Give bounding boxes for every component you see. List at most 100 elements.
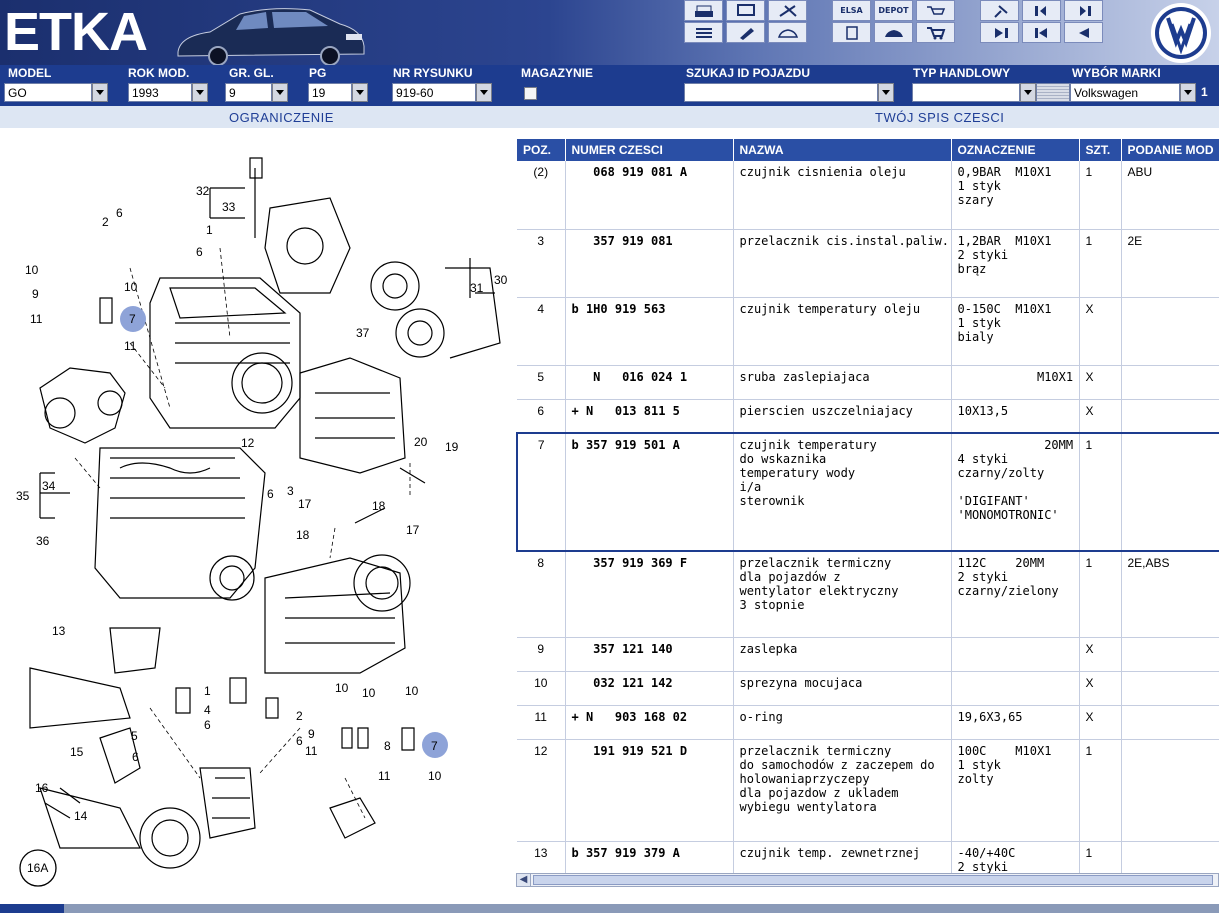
rok-mod-label: ROK MOD. xyxy=(128,66,190,80)
horizontal-scrollbar[interactable]: ◀ xyxy=(516,873,1219,887)
pencil-button[interactable] xyxy=(726,22,765,43)
model-select[interactable]: GO xyxy=(4,83,92,102)
cell-num: 068 919 081 A xyxy=(565,161,734,230)
exit-button[interactable] xyxy=(980,22,1019,43)
depot-button[interactable]: DEPOT xyxy=(874,0,913,21)
cell-ozn: 0-150C M10X1 1 styk bialy xyxy=(951,297,1080,366)
cell-poz: 12 xyxy=(517,739,566,842)
callout-16a-circle[interactable] xyxy=(19,849,57,887)
pin-button[interactable] xyxy=(980,0,1019,21)
callout-7-highlight-top[interactable] xyxy=(120,306,146,332)
magazynie-checkbox[interactable] xyxy=(524,87,537,100)
szukaj-id-dropdown-icon[interactable] xyxy=(878,83,894,102)
back-button[interactable] xyxy=(1064,22,1103,43)
cell-ozn: 112C 20MM 2 styki czarny/zielony xyxy=(951,551,1080,638)
scroll-left-arrow-icon[interactable]: ◀ xyxy=(517,874,531,886)
device-button[interactable] xyxy=(832,22,871,43)
callout-label: 6 xyxy=(204,718,211,732)
exploded-parts-diagram[interactable]: 32 33 1 6 2 6 10 9 11 7 11 10 31 30 37 1… xyxy=(0,128,510,903)
cell-pod xyxy=(1121,739,1219,842)
column-header-nazwa[interactable]: NAZWA xyxy=(733,139,952,161)
callout-7-highlight-bottom[interactable] xyxy=(422,732,448,758)
callout-label: 11 xyxy=(305,744,318,758)
cell-pod xyxy=(1121,671,1219,706)
szukaj-id-input[interactable] xyxy=(684,83,878,102)
column-header-oznaczenie[interactable]: OZNACZENIE xyxy=(951,139,1080,161)
cell-num: 191 919 521 D xyxy=(565,739,734,842)
spis-czesci-title: TWÓJ SPIS CZESCI xyxy=(875,110,1005,125)
callout-label: 16A xyxy=(27,861,48,875)
column-header-podanie-mod[interactable]: PODANIE MOD xyxy=(1121,139,1219,161)
cell-num: + N 013 811 5 xyxy=(565,399,734,434)
cell-poz: 10 xyxy=(517,671,566,706)
cell-num: N 016 024 1 xyxy=(565,365,734,400)
callout-label: 30 xyxy=(494,273,508,287)
callout-label: 2 xyxy=(102,215,109,229)
cell-ozn xyxy=(951,637,1080,672)
gr-gl-dropdown-icon[interactable] xyxy=(272,83,288,102)
wybor-marki-dropdown-icon[interactable] xyxy=(1180,83,1196,102)
list-button[interactable] xyxy=(684,22,723,43)
nr-rysunku-dropdown-icon[interactable] xyxy=(476,83,492,102)
scroll-thumb[interactable] xyxy=(533,875,1213,885)
cell-szt: 1 xyxy=(1079,841,1122,874)
callout-label: 17 xyxy=(298,497,312,511)
pg-select[interactable]: 19 xyxy=(308,83,352,102)
callout-label: 6 xyxy=(132,750,139,764)
tools-button[interactable] xyxy=(768,0,807,21)
wybor-marki-select[interactable]: Volkswagen xyxy=(1070,83,1180,102)
section-title-bar: OGRANICZENIE TWÓJ SPIS CZESCI xyxy=(0,106,1219,128)
callout-label: 8 xyxy=(384,739,391,753)
diagram-callouts[interactable]: 32 33 1 6 2 6 10 9 11 7 11 10 31 30 37 1… xyxy=(16,184,508,875)
pg-dropdown-icon[interactable] xyxy=(352,83,368,102)
cell-poz: 7 xyxy=(516,432,566,552)
cell-num: 357 919 081 xyxy=(565,229,734,298)
callout-label: 13 xyxy=(52,624,66,638)
typ-handlowy-select[interactable] xyxy=(912,83,1020,102)
callout-label: 1 xyxy=(204,684,211,698)
cell-poz: 8 xyxy=(517,551,566,638)
szukaj-id-label: SZUKAJ ID POJAZDU xyxy=(686,66,811,80)
monitor-button[interactable] xyxy=(726,0,765,21)
column-header-poz[interactable]: POZ. xyxy=(517,139,566,161)
nr-rysunku-select[interactable]: 919-60 xyxy=(392,83,476,102)
prev-page-button[interactable] xyxy=(1022,0,1061,21)
rok-mod-dropdown-icon[interactable] xyxy=(192,83,208,102)
cell-ozn: 1,2BAR M10X1 2 styki brąz xyxy=(951,229,1080,298)
cart-button[interactable] xyxy=(916,22,955,43)
ograniczenie-title: OGRANICZENIE xyxy=(229,110,334,125)
elsa-button[interactable]: ELSA xyxy=(832,0,871,21)
vehicle-button[interactable] xyxy=(874,22,913,43)
gr-gl-select[interactable]: 9 xyxy=(225,83,272,102)
callout-label: 31 xyxy=(470,281,484,295)
cell-nazwa: zaslepka xyxy=(733,637,952,672)
callout-label: 14 xyxy=(74,809,88,823)
column-header-numer-czesci[interactable]: NUMER CZESCI xyxy=(565,139,734,161)
callout-label: 36 xyxy=(36,534,50,548)
rok-mod-select[interactable]: 1993 xyxy=(128,83,192,102)
model-dropdown-icon[interactable] xyxy=(92,83,108,102)
column-header-szt[interactable]: SZT. xyxy=(1079,139,1122,161)
callout-label: 6 xyxy=(296,734,303,748)
car-tools-button[interactable] xyxy=(768,22,807,43)
app-header: ETKA ELSA DEPOT xyxy=(0,0,1219,65)
cell-num: b 357 919 379 A xyxy=(565,841,734,874)
printer-button[interactable] xyxy=(684,0,723,21)
first-button[interactable] xyxy=(1022,22,1061,43)
callout-label: 4 xyxy=(204,703,211,717)
typ-handlowy-dropdown-icon[interactable] xyxy=(1020,83,1036,102)
next-page-button[interactable] xyxy=(1064,0,1103,21)
cart-add-button[interactable] xyxy=(916,0,955,21)
